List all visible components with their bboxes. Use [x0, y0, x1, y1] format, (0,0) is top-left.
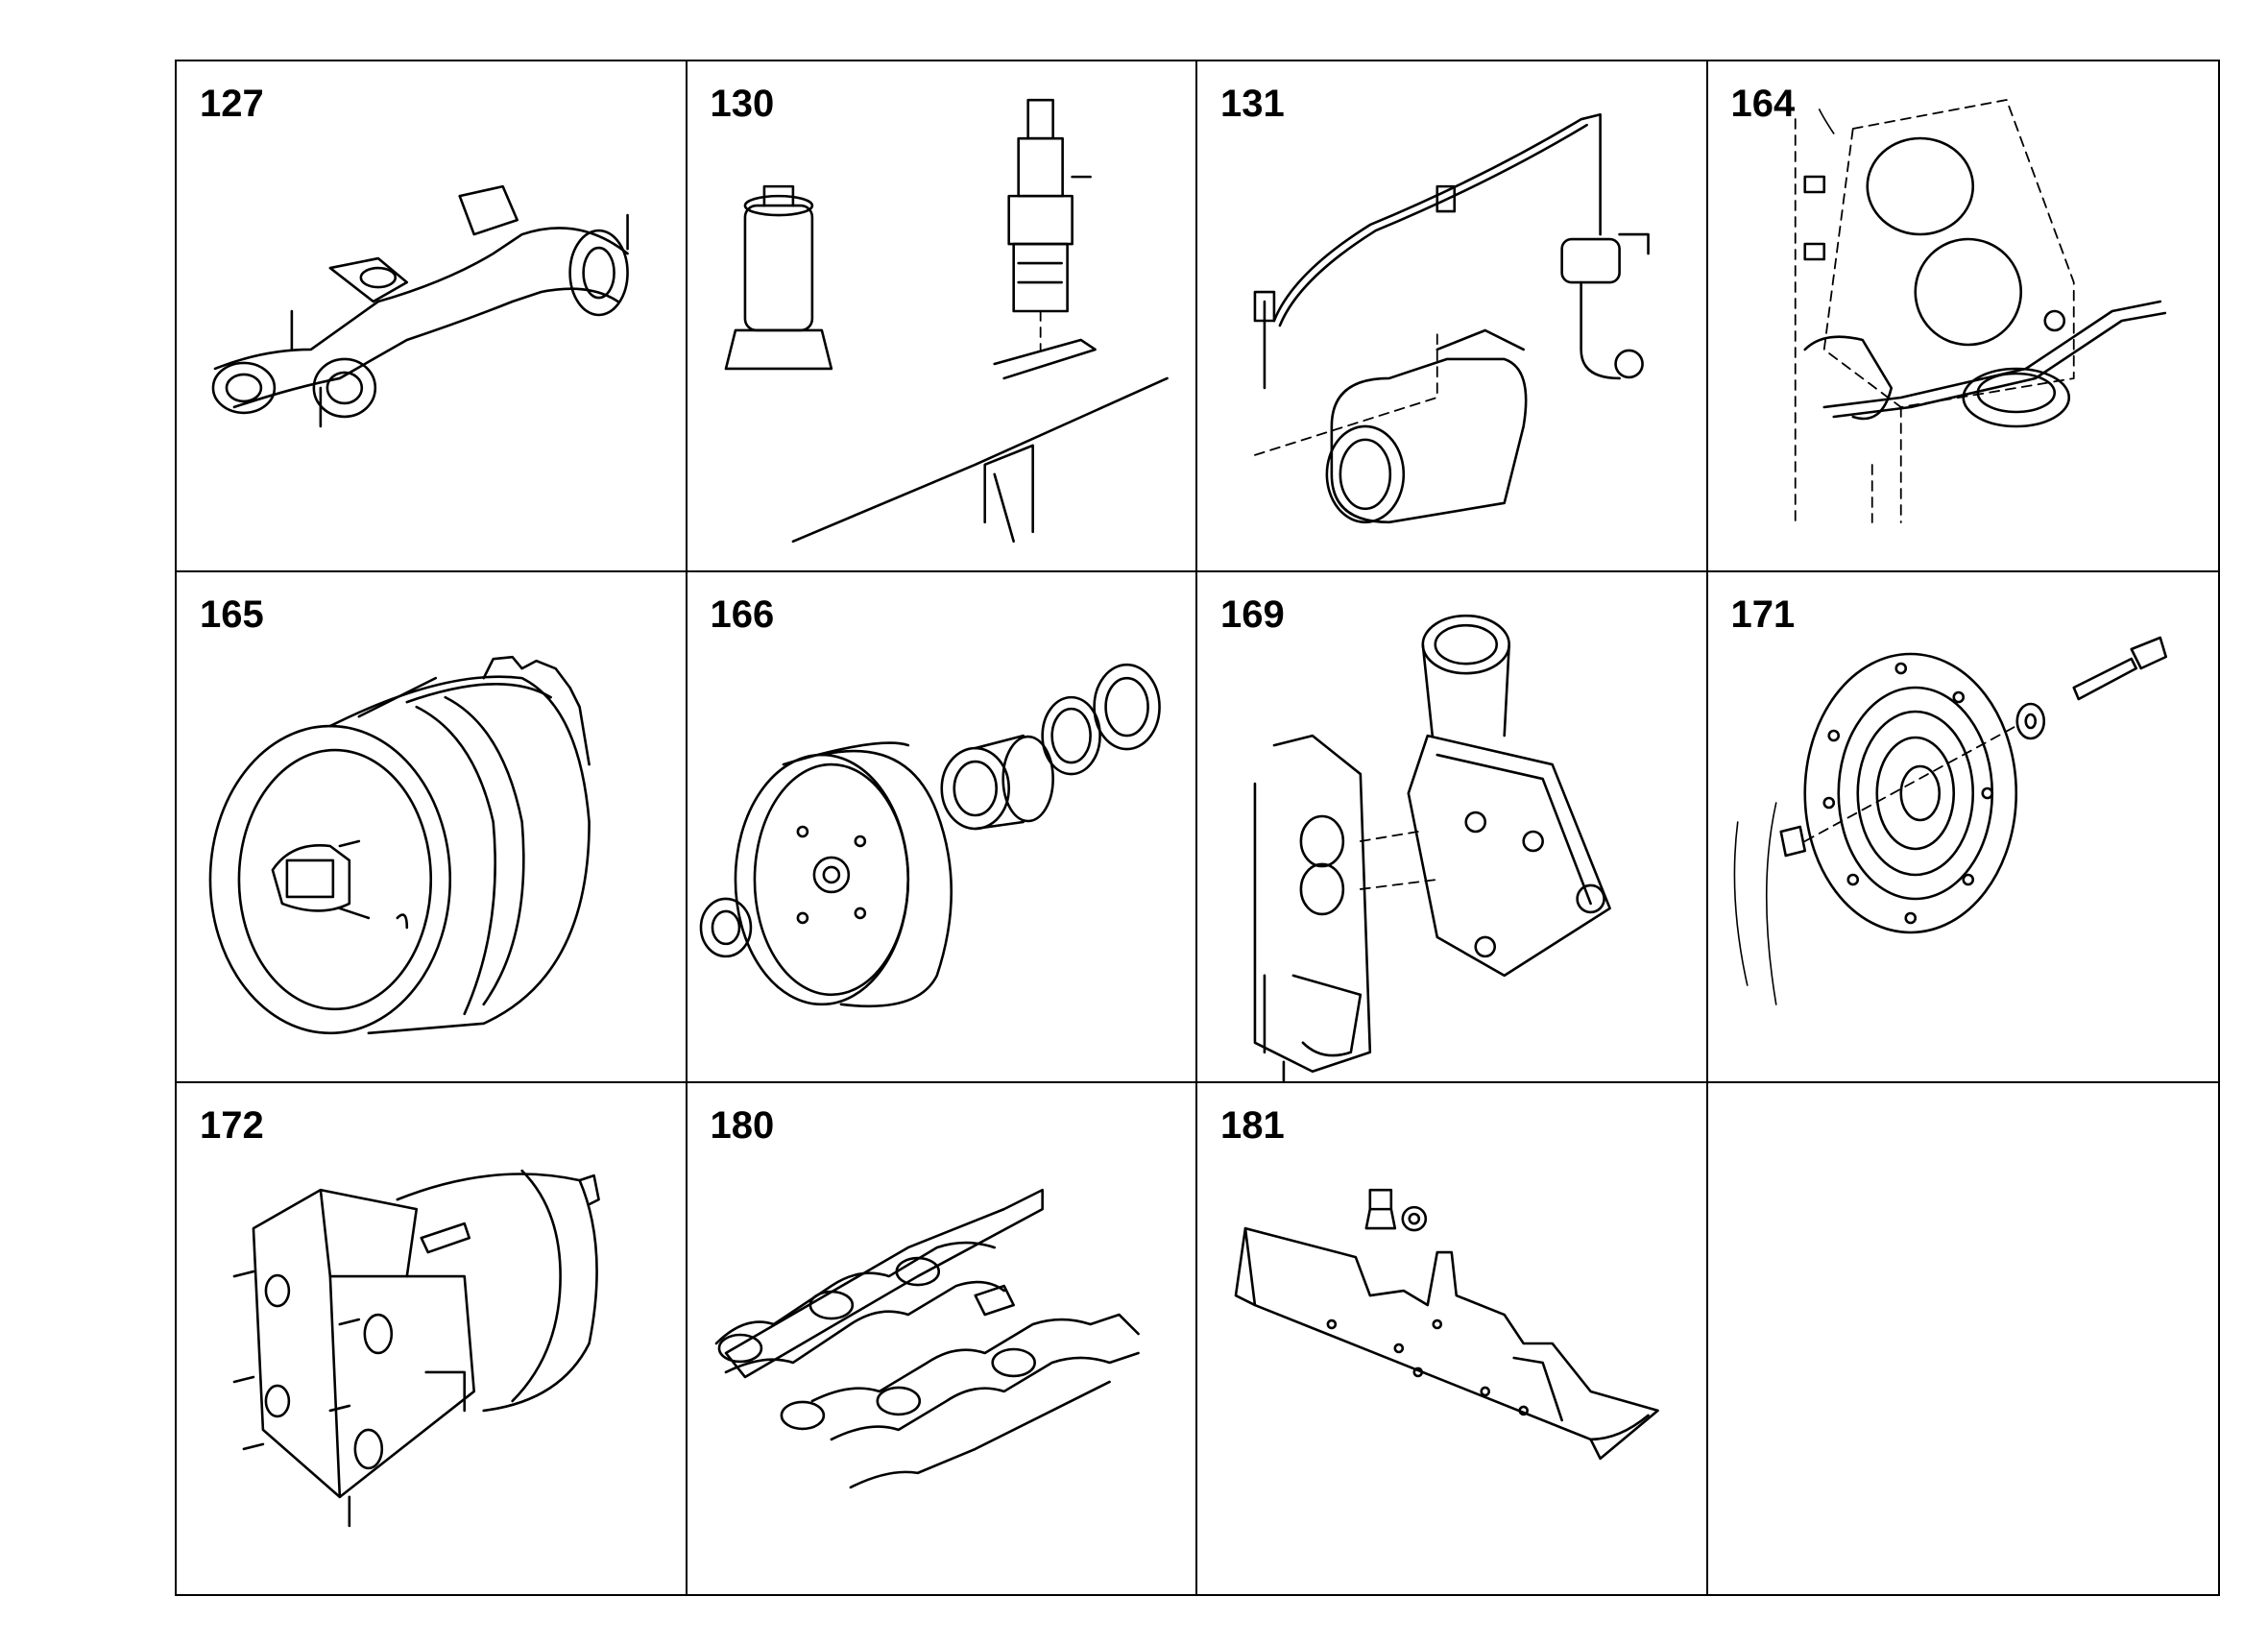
manifold-gaskets-icon	[714, 1188, 1140, 1489]
engine-block-icon	[1794, 99, 2166, 523]
part-number: 169	[1220, 593, 1285, 636]
part-number: 166	[710, 593, 775, 636]
heat-shield-icon	[1234, 1188, 1659, 1461]
pulley-and-seals-icon	[699, 663, 1161, 1008]
part-cell-172[interactable]: 172	[177, 1083, 688, 1594]
part-cell-130[interactable]: 130	[687, 61, 1197, 572]
part-number: 164	[1730, 83, 1796, 125]
part-number: 127	[200, 83, 264, 125]
hydraulic-pump-icon	[232, 1169, 600, 1528]
glow-plug-and-sensor-icon	[724, 98, 1169, 544]
empty-cell	[1708, 1083, 2219, 1594]
part-cell-166[interactable]: 166	[687, 572, 1197, 1083]
part-cell-127[interactable]: 127	[177, 61, 688, 572]
part-cell-131[interactable]: 131	[1197, 61, 1708, 572]
parts-grid: 127 130	[175, 60, 2220, 1596]
part-number: 165	[200, 593, 264, 636]
part-cell-180[interactable]: 180	[688, 1083, 1197, 1594]
part-number: 172	[200, 1104, 264, 1147]
exhaust-manifold-icon	[211, 184, 629, 428]
part-cell-165[interactable]: 165	[177, 572, 688, 1083]
vibration-damper-icon	[1733, 636, 2167, 1005]
fan-clutch-icon	[208, 655, 591, 1035]
part-number: 180	[710, 1104, 775, 1147]
part-cell-181[interactable]: 181	[1197, 1083, 1708, 1594]
part-cell-169[interactable]: 169	[1197, 572, 1708, 1083]
thermostat-housing-icon	[1253, 614, 1611, 1081]
part-cell-164[interactable]: 164	[1707, 61, 2218, 572]
part-cell-171[interactable]: 171	[1707, 572, 2218, 1083]
part-number: 171	[1730, 593, 1796, 636]
part-number: 131	[1220, 83, 1285, 125]
part-number: 181	[1220, 1104, 1285, 1147]
injection-line-icon	[1253, 112, 1650, 524]
part-number: 130	[710, 83, 775, 125]
